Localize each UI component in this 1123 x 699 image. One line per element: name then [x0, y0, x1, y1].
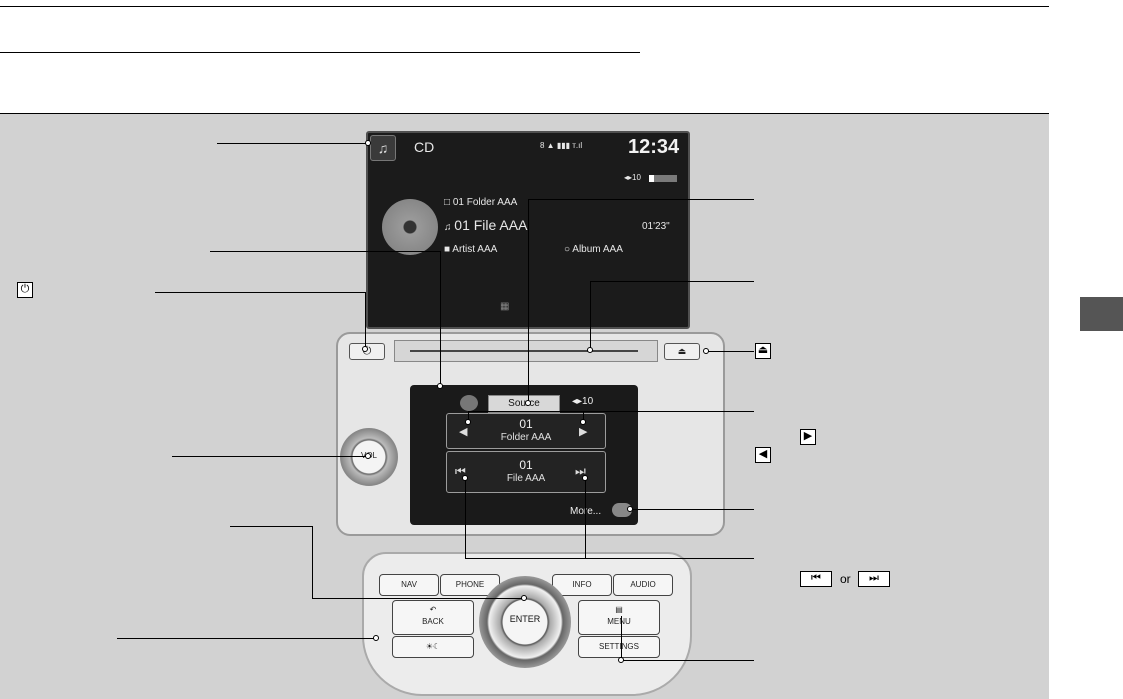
- leader-skip-right: [585, 478, 586, 558]
- dot-slot: [587, 347, 593, 353]
- interface-dial[interactable]: [479, 576, 571, 668]
- folder-select-row: ◀ 01 Folder AAA ▶: [446, 413, 606, 449]
- leader-power-vert: [365, 292, 366, 348]
- dot-music-icon: [365, 140, 371, 146]
- dot-source: [525, 400, 531, 406]
- source-button[interactable]: Source: [488, 395, 560, 413]
- music-note-icon[interactable]: ♫: [370, 135, 396, 161]
- album-line: ○ Album AAA: [564, 244, 623, 255]
- leader-skip: [465, 558, 754, 559]
- enter-label: ENTER: [509, 614, 541, 624]
- leader-slot-vert: [590, 281, 591, 351]
- brightness-icon: ☀☾: [425, 642, 441, 651]
- dot-menu: [618, 657, 624, 663]
- prev-folder-callout-icon: ◀: [755, 447, 771, 463]
- power-callout-icon: ⏻: [17, 282, 33, 298]
- dot-more: [627, 506, 633, 512]
- leader-source: [528, 199, 754, 200]
- clock: 12:34: [628, 136, 680, 158]
- leader-dial-vert: [312, 526, 313, 599]
- settings-button[interactable]: SETTINGS: [578, 636, 660, 658]
- disc-icon: [382, 199, 438, 255]
- leader-folder-left: [468, 411, 469, 421]
- menu-button[interactable]: ▤ MENU: [578, 600, 660, 635]
- power-button[interactable]: ⏻: [349, 343, 385, 360]
- skip-back-icon[interactable]: ⏮: [455, 464, 466, 478]
- dot-skip-forward: [582, 475, 588, 481]
- callout-or-word: or: [840, 572, 851, 586]
- panel-rule: [0, 113, 1049, 114]
- dot-eject: [703, 348, 709, 354]
- dot-power: [362, 346, 368, 352]
- phone-button[interactable]: PHONE: [440, 574, 500, 596]
- disc-slot[interactable]: [410, 350, 638, 352]
- source-name: CD: [414, 139, 435, 155]
- artist-icon: ■: [444, 244, 453, 255]
- touch-volume: ◂▸10: [572, 396, 594, 407]
- dot-prev-folder: [465, 419, 471, 425]
- dot-next-folder: [580, 419, 586, 425]
- file-number: 01: [519, 458, 533, 472]
- display-brightness-button[interactable]: ☀☾: [392, 636, 474, 658]
- note-icon: ♫: [444, 222, 455, 233]
- chapter-tab: [1080, 297, 1123, 331]
- next-folder-callout-icon: ▶: [800, 429, 816, 445]
- leader-touchscreen-vert: [440, 251, 441, 386]
- dot-dial: [521, 595, 527, 601]
- dot-skip-back: [462, 475, 468, 481]
- skip-back-callout-icon: ⏮: [800, 571, 832, 587]
- leader-eject: [706, 351, 754, 352]
- eject-button[interactable]: ⏏: [664, 343, 700, 360]
- back-arrow-icon: ↶: [429, 605, 437, 614]
- leader-music-icon: [217, 143, 367, 144]
- folder-name: Folder AAA: [500, 432, 552, 443]
- prev-folder-icon[interactable]: ◀: [459, 426, 468, 438]
- leader-power: [155, 292, 366, 293]
- audio-button[interactable]: AUDIO: [613, 574, 673, 596]
- leader-dial-horiz: [312, 598, 524, 599]
- leader-slot: [590, 281, 754, 282]
- back-button[interactable]: ↶ BACK: [392, 600, 474, 635]
- volume-bar: [649, 175, 677, 182]
- file-name: File AAA: [506, 473, 546, 484]
- volume-bar-fill: [649, 175, 654, 182]
- menu-icon: ▤: [615, 605, 623, 614]
- dot-back: [373, 635, 379, 641]
- artist-line: ■ Artist AAA: [444, 244, 498, 255]
- leader-more: [630, 509, 754, 510]
- folder-line[interactable]: □ 01 Folder AAA: [444, 197, 518, 208]
- leader-back: [117, 638, 375, 639]
- status-icons: 8 ▲ ▮▮▮ ᴛ.ıl: [540, 141, 583, 150]
- skip-forward-icon[interactable]: ⏭: [575, 464, 586, 478]
- leader-folder: [468, 411, 754, 412]
- nav-button[interactable]: NAV: [379, 574, 439, 596]
- file-line[interactable]: ♫ 01 File AAA: [444, 217, 528, 233]
- next-folder-icon[interactable]: ▶: [579, 426, 588, 438]
- leader-folder-right: [583, 411, 584, 421]
- leader-volume: [172, 456, 367, 457]
- elapsed-time: 01'23": [642, 221, 670, 232]
- leader-source-vert: [528, 199, 529, 403]
- folder-icon: □: [444, 197, 453, 208]
- dot-touchscreen: [437, 383, 443, 389]
- media-icon: ▦: [500, 301, 510, 312]
- leader-menu-vert: [621, 616, 622, 660]
- dot-volume: [365, 453, 371, 459]
- section-rule: [0, 52, 640, 53]
- volume-readout: ◂▸10: [624, 173, 641, 182]
- album-icon: ○: [564, 244, 573, 255]
- skip-forward-callout-icon: ⏭: [858, 571, 890, 587]
- source-icon: [460, 395, 478, 411]
- leader-skip-left: [465, 478, 466, 558]
- leader-dial: [230, 526, 313, 527]
- leader-touchscreen: [210, 251, 441, 252]
- folder-number: 01: [519, 417, 533, 431]
- eject-callout-icon: ⏏: [755, 343, 771, 359]
- track-select-row: ⏮ 01 File AAA ⏭: [446, 451, 606, 493]
- top-rule: [0, 6, 1049, 7]
- leader-menu: [621, 660, 754, 661]
